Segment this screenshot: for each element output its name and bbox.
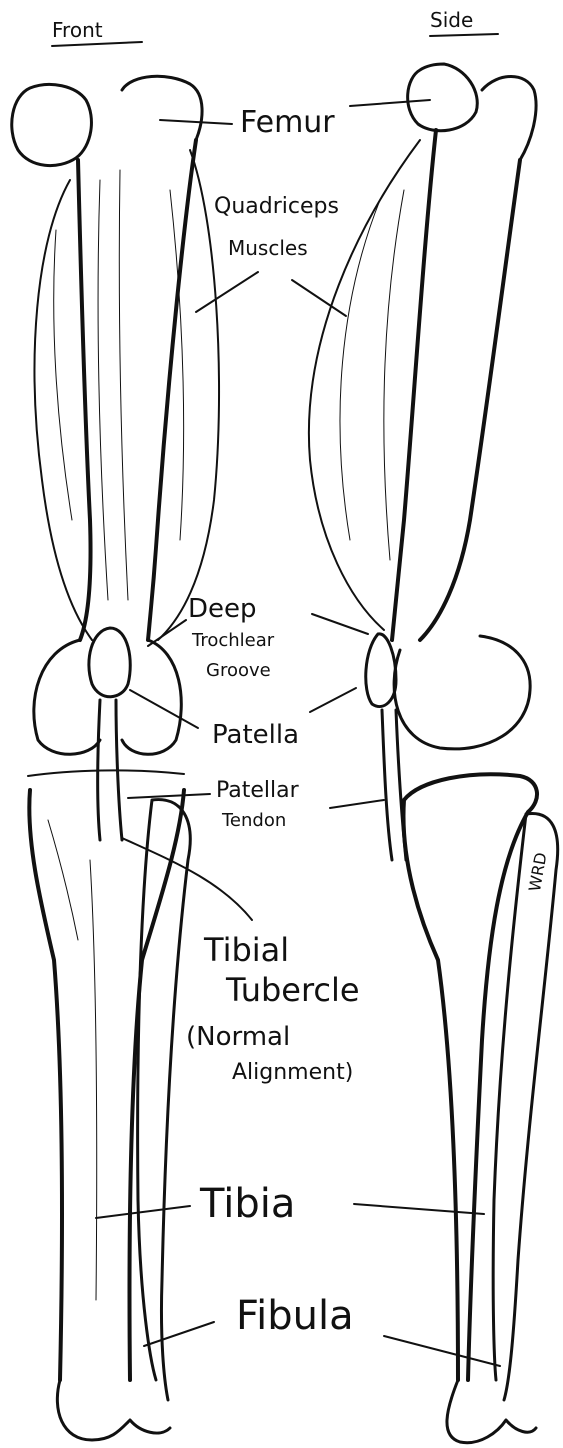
patella-label: Patella (212, 722, 299, 748)
leader-tibia-side (354, 1204, 484, 1214)
front-tibia-shading (48, 820, 97, 1300)
front-femur-shaft-lateral (148, 140, 196, 640)
fibula-label: Fibula (236, 1296, 354, 1336)
front-femur-shaft (78, 160, 91, 640)
front-heading-underline (52, 42, 142, 46)
leader-fibula-side (384, 1336, 500, 1366)
leader-quadriceps-front (196, 272, 258, 312)
leader-deep-groove-front (148, 620, 186, 646)
deep-groove-label-line3: Groove (206, 662, 271, 680)
side-quadriceps-fibers (340, 190, 404, 560)
leader-patella-side (310, 688, 356, 712)
leader-fibula-front (144, 1322, 214, 1346)
patellar-tendon-label-line2: Tendon (222, 812, 286, 830)
front-ankle (57, 1380, 170, 1440)
side-femur-head (408, 64, 478, 131)
front-femur-head (12, 84, 92, 165)
front-joint-line (28, 770, 184, 776)
side-fibula (493, 813, 558, 1400)
side-leg-view (309, 64, 558, 1443)
front-greater-trochanter (122, 76, 202, 140)
leader-patellar-tendon-side (330, 800, 384, 808)
side-femur-shaft (392, 130, 520, 640)
tibial-tubercle-label-line2: Tubercle (226, 974, 360, 1006)
leader-patella-front (130, 690, 198, 728)
side-trochanter (482, 77, 536, 161)
side-ankle (447, 1380, 536, 1443)
patellar-tendon-label-line1: Patellar (216, 780, 299, 802)
tibial-tubercle-label-line4: Alignment) (232, 1062, 353, 1084)
deep-groove-label-line2: Trochlear (192, 632, 274, 650)
side-heading: Side (430, 10, 473, 30)
tibial-tubercle-label-line3: (Normal (186, 1024, 290, 1050)
quadriceps-label-line2: Muscles (228, 238, 308, 258)
tibial-tubercle-label-line1: Tibial (204, 934, 289, 966)
tibia-label: Tibia (200, 1184, 295, 1224)
side-knee-condyle (394, 636, 530, 749)
leader-femur-side (350, 100, 430, 106)
leader-patellar-tendon-front (128, 794, 210, 798)
side-heading-underline (430, 34, 498, 36)
front-patella (89, 628, 130, 697)
front-quadriceps-fibers (54, 170, 184, 600)
leader-tibia-front (96, 1206, 190, 1218)
side-patella (366, 634, 396, 707)
leader-deep-groove-side (312, 614, 368, 634)
quadriceps-label-line1: Quadriceps (214, 196, 339, 218)
front-heading: Front (52, 20, 103, 40)
femur-label: Femur (240, 108, 335, 138)
deep-groove-label-line1: Deep (188, 596, 257, 622)
front-leg-view (12, 76, 219, 1440)
leader-femur-front (160, 120, 232, 124)
